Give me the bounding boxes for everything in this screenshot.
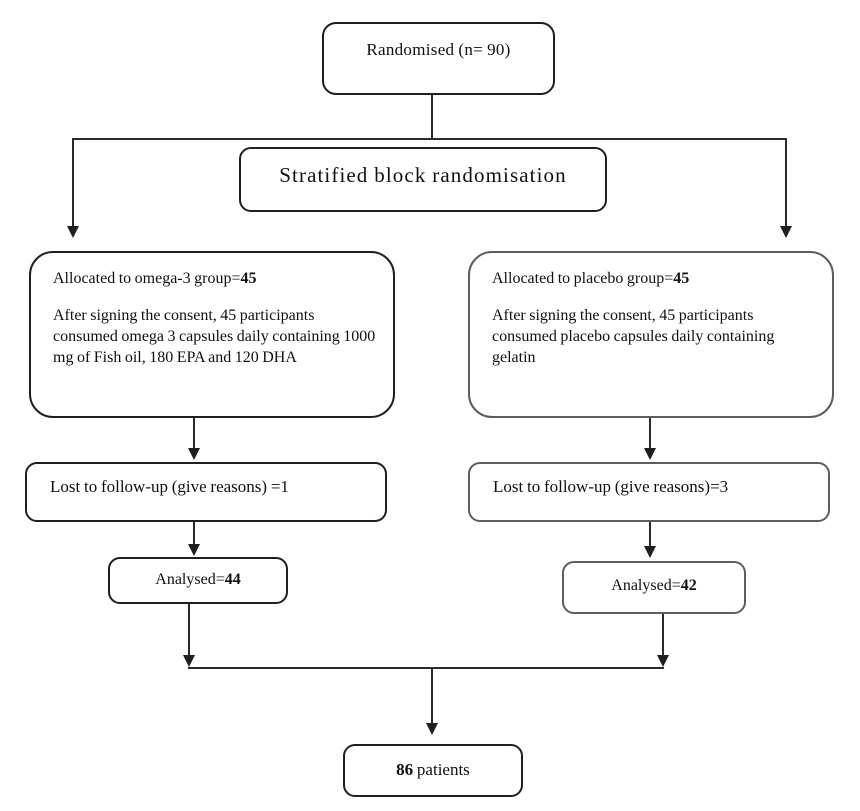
total-patients-text: patients	[413, 760, 470, 779]
allocated-omega3-body: After signing the consent, 45 participan…	[53, 307, 376, 366]
analysed-placebo-label: Analysed=42	[611, 577, 696, 594]
node-total-patients: 86 patients	[343, 744, 523, 797]
arrowhead-down-icon	[183, 655, 195, 667]
allocated-omega3-heading: Allocated to omega-3 group=45	[53, 268, 377, 289]
stratified-label: Stratified block randomisation	[279, 163, 567, 187]
arrowhead-down-icon	[780, 226, 792, 238]
connector-merge-horizontal	[188, 667, 664, 669]
randomised-label: Randomised (n= 90)	[366, 40, 511, 59]
connector-alloc-lost-right	[649, 418, 651, 449]
arrowhead-down-icon	[188, 544, 200, 556]
allocated-placebo-heading: Allocated to placebo group=45	[492, 268, 816, 289]
analysed-omega3-text: Analysed=	[155, 571, 225, 588]
analysed-placebo-count: 42	[680, 577, 697, 594]
connector-randomised-down	[431, 95, 433, 140]
total-patients-count: 86	[396, 760, 414, 779]
node-allocated-omega3: Allocated to omega-3 group=45 After sign…	[29, 251, 395, 418]
analysed-omega3-label: Analysed=44	[155, 571, 240, 588]
allocated-omega3-count: 45	[240, 270, 257, 287]
node-allocated-placebo: Allocated to placebo group=45 After sign…	[468, 251, 834, 418]
arrowhead-down-icon	[188, 448, 200, 460]
allocated-placebo-heading-text: Allocated to placebo group=	[492, 270, 674, 287]
analysed-omega3-count: 44	[224, 571, 241, 588]
node-lost-followup-placebo: Lost to follow-up (give reasons)=3	[468, 462, 830, 522]
node-lost-followup-omega3: Lost to follow-up (give reasons) =1	[25, 462, 387, 522]
connector-lost-analysed-right	[649, 522, 651, 547]
arrowhead-down-icon	[644, 448, 656, 460]
analysed-placebo-text: Analysed=	[611, 577, 681, 594]
node-randomised: Randomised (n= 90)	[322, 22, 555, 95]
lost-followup-omega3-label: Lost to follow-up (give reasons) =1	[50, 477, 289, 496]
node-stratified-block-randomisation: Stratified block randomisation	[239, 147, 607, 212]
arrowhead-down-icon	[657, 655, 669, 667]
connector-merge-left	[188, 604, 190, 656]
connector-branch-right	[785, 138, 787, 227]
arrowhead-down-icon	[67, 226, 79, 238]
allocated-omega3-heading-text: Allocated to omega-3 group=	[53, 270, 241, 287]
lost-followup-placebo-label: Lost to follow-up (give reasons)=3	[493, 477, 729, 496]
connector-branch-left	[72, 138, 74, 227]
connector-lost-analysed-left	[193, 522, 195, 545]
connector-alloc-lost-left	[193, 418, 195, 449]
connector-final-down	[431, 669, 433, 724]
node-analysed-omega3: Analysed=44	[108, 557, 288, 604]
total-patients-label: 86 patients	[396, 760, 470, 779]
node-analysed-placebo: Analysed=42	[562, 561, 746, 614]
arrowhead-down-icon	[426, 723, 438, 735]
allocated-placebo-body: After signing the consent, 45 participan…	[492, 307, 775, 366]
allocated-placebo-count: 45	[673, 270, 690, 287]
connector-branch-horizontal	[72, 138, 787, 140]
connector-merge-right	[662, 614, 664, 656]
arrowhead-down-icon	[644, 546, 656, 558]
